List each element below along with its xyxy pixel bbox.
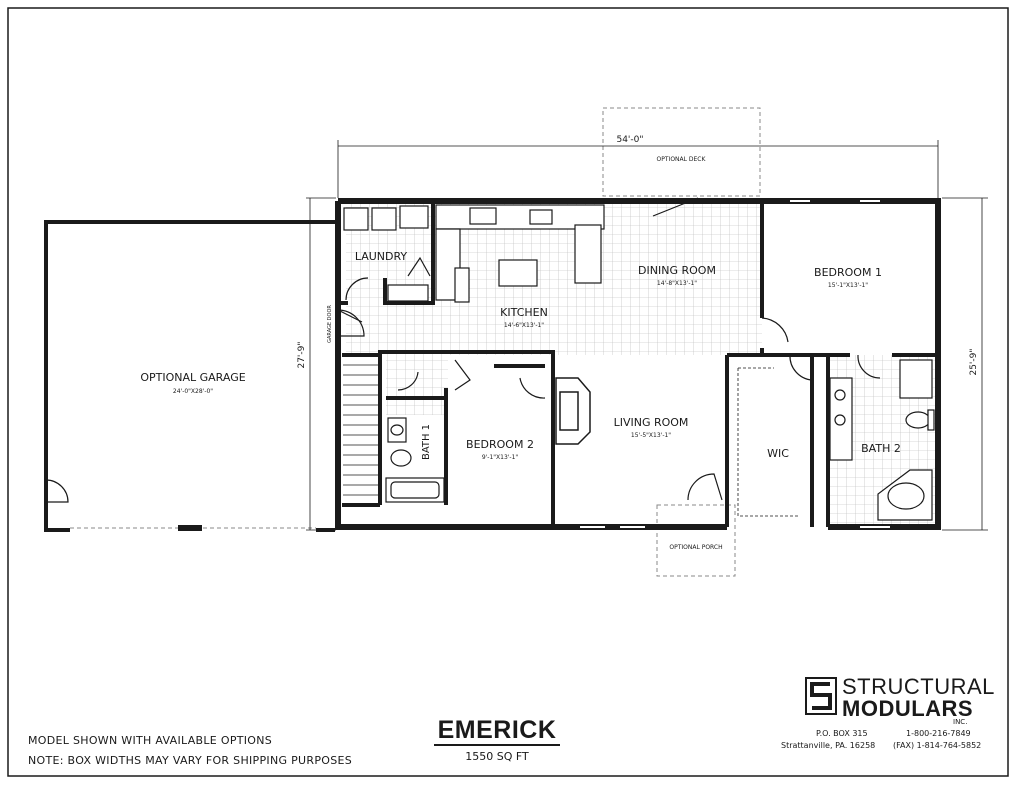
living-label: LIVING ROOM [614, 416, 689, 429]
right-depth-dimension: 25'-9" [969, 348, 979, 375]
bedroom1-size: 15'-1"X13'-1" [828, 282, 868, 289]
kitchen-fixtures [435, 204, 605, 303]
living-size: 15'-5"X13'-1" [631, 432, 671, 439]
kitchen-size: 14'-6"X13'-1" [504, 322, 544, 329]
company-address-line1: P.O. BOX 315 [816, 729, 868, 738]
company-name-line1: STRUCTURAL [842, 674, 995, 699]
model-name-underline [434, 744, 560, 746]
note-options: MODEL SHOWN WITH AVAILABLE OPTIONS [28, 734, 273, 747]
bath2-label: BATH 2 [861, 442, 901, 455]
optional-porch-outline [656, 504, 736, 577]
note-box-widths: NOTE: BOX WIDTHS MAY VARY FOR SHIPPING P… [28, 754, 353, 767]
fireplace [555, 377, 591, 445]
laundry-label: LAUNDRY [355, 250, 408, 263]
bedroom2-size: 9'-1"X13'-1" [482, 454, 519, 461]
optional-deck-outline [602, 107, 761, 197]
optional-porch-label: OPTIONAL PORCH [669, 544, 722, 551]
company-name-line2: MODULARS [842, 696, 974, 721]
bath1-fixtures [385, 417, 445, 503]
windows [580, 200, 890, 528]
page-border [7, 7, 1009, 777]
dimension-lines [306, 140, 988, 531]
interior-walls [338, 201, 935, 527]
model-name: EMERICK [437, 716, 557, 744]
bath1-label: BATH 1 [421, 424, 432, 460]
company-logo-icon [805, 677, 837, 715]
dining-size: 14'-8"X13'-1" [657, 280, 697, 287]
garage-name: OPTIONAL GARAGE [140, 371, 245, 384]
wic-label: WIC [767, 447, 789, 460]
door-swings [337, 197, 881, 501]
laundry-fixtures [343, 205, 429, 302]
company-address-line2: Strattanville, PA. 16258 [781, 741, 876, 750]
model-square-footage: 1550 SQ FT [465, 750, 529, 763]
left-depth-dimension: 27'-9" [297, 341, 307, 368]
wic-shelves [737, 367, 800, 517]
company-fax: (FAX) 1-814-764-5852 [893, 741, 982, 750]
garage-door-label: GARAGE DOOR [327, 305, 333, 343]
garage-size: 24'-0"X28'-0" [173, 388, 213, 395]
optional-deck-label: OPTIONAL DECK [657, 156, 707, 163]
company-phone: 1-800-216-7849 [906, 729, 971, 738]
bedroom2-label: BEDROOM 2 [466, 438, 534, 451]
dining-label: DINING ROOM [638, 264, 716, 277]
bath2-fixtures [829, 359, 935, 521]
bedroom1-label: BEDROOM 1 [814, 266, 882, 279]
company-suffix: INC. [953, 718, 968, 726]
kitchen-label: KITCHEN [500, 306, 548, 319]
overall-width-dimension: 54'-0" [616, 135, 643, 145]
stairs [343, 364, 379, 496]
